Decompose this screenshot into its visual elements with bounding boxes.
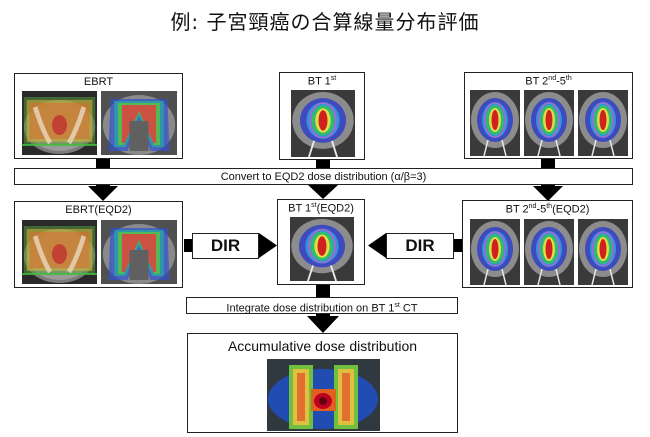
bt25-eqd2-label: BT 2nd-5th(EQD2)	[463, 203, 632, 216]
ct-image-bt25-3	[578, 90, 628, 156]
final-box: Accumulative dose distribution	[187, 333, 458, 433]
bt25-eqd2-label-suffix: (EQD2)	[552, 203, 590, 216]
ct-image-bt25-1	[470, 90, 520, 156]
bt25-eqd2-label-sup2: th	[546, 203, 553, 210]
ct-image-bt25-eqd2-2	[524, 219, 574, 285]
ebrt-eqd2-box: EBRT(EQD2)	[14, 201, 183, 288]
ct-image-ebrt-1	[22, 91, 97, 155]
bt25-label-sup2: th	[565, 75, 572, 82]
arrow-down-bt25	[533, 186, 563, 201]
integrate-text-sup: st	[394, 302, 400, 309]
dir-right-arrowhead	[368, 233, 386, 258]
bt1-label-sup: st	[330, 75, 337, 82]
page-title: 例: 子宮頸癌の合算線量分布評価	[170, 10, 480, 34]
arrow-down-bt1	[308, 185, 338, 199]
dir-right-tail	[454, 239, 462, 252]
bt25-label-sup1: nd	[548, 75, 557, 82]
bt25-label: BT 2nd-5th	[465, 75, 632, 88]
ebrt-eqd2-label: EBRT(EQD2)	[65, 204, 132, 216]
ct-image-bt1	[291, 90, 355, 157]
connector-bt25-top	[541, 159, 555, 168]
ct-image-bt25-eqd2-3	[578, 219, 628, 285]
integrate-banner: Integrate dose distribution on BT 1st CT	[186, 297, 458, 315]
dir-left-box: DIR	[192, 233, 259, 259]
dir-left-arrowhead	[259, 233, 277, 258]
arrow-down-final	[307, 316, 339, 333]
connector-ebrt-top	[96, 159, 110, 168]
final-label: Accumulative dose distribution	[227, 338, 418, 354]
ct-image-bt25-eqd2-1	[470, 219, 520, 285]
bt25-label-pre: BT 2	[525, 75, 549, 88]
bt1-box: BT 1st	[279, 72, 365, 160]
ct-image-final	[267, 359, 380, 431]
bt25-eqd2-box: BT 2nd-5th(EQD2)	[462, 200, 633, 288]
integrate-text-pre: Integrate dose distribution on BT 1	[226, 302, 395, 315]
connector-bt1-top	[316, 160, 330, 168]
bt1-label: BT 1st	[280, 75, 364, 88]
bt1-eqd2-label: BT 1st(EQD2)	[278, 202, 364, 215]
connector-integrate-top	[316, 285, 330, 297]
ct-image-bt25-2	[524, 90, 574, 156]
ebrt-label: EBRT	[83, 76, 114, 88]
bt1-label-main: BT 1	[307, 75, 331, 88]
bt25-box: BT 2nd-5th	[464, 72, 633, 159]
bt1-eqd2-label-main: BT 1	[288, 202, 312, 215]
bt1-eqd2-label-suffix: (EQD2)	[316, 202, 354, 215]
bt1-eqd2-box: BT 1st(EQD2)	[277, 199, 365, 285]
ct-image-ebrt-eqd2-1	[22, 220, 97, 284]
ebrt-box: EBRT	[14, 73, 183, 159]
integrate-text-post: CT	[399, 302, 418, 315]
ct-image-ebrt-eqd2-2	[101, 220, 177, 284]
bt25-eqd2-label-pre: BT 2	[505, 203, 529, 216]
ct-image-ebrt-2	[101, 91, 177, 155]
dir-left-tail	[184, 239, 192, 252]
bt25-eqd2-label-mid: -5	[536, 203, 547, 216]
bt25-label-mid: -5	[556, 75, 566, 88]
arrow-down-ebrt	[88, 186, 118, 201]
ct-image-bt1-eqd2	[290, 217, 354, 281]
bt1-eqd2-label-sup: st	[311, 202, 317, 209]
dir-right-box: DIR	[386, 233, 454, 259]
bt25-eqd2-label-sup1: nd	[528, 203, 537, 210]
convert-banner: Convert to EQD2 dose distribution (α/β=3…	[14, 168, 633, 185]
